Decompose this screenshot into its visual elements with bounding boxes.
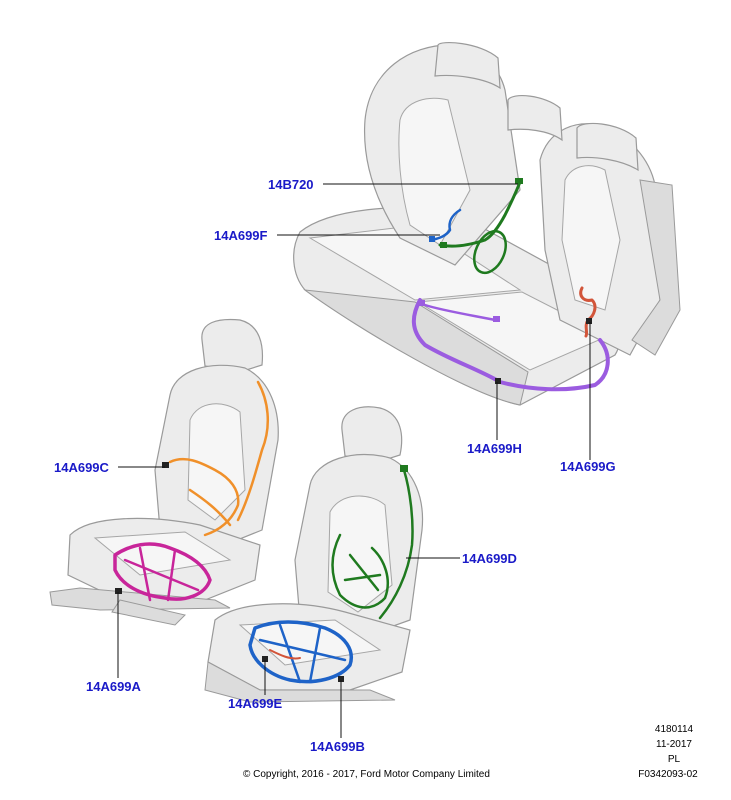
- callout-14A699A: 14A699A: [86, 679, 141, 694]
- callout-14A699H: 14A699H: [467, 441, 522, 456]
- front-right-harness-green: [331, 465, 414, 620]
- callout-14A699D: 14A699D: [462, 551, 517, 566]
- front-left-harness-magenta: [113, 542, 212, 602]
- rear-harness-purple: [411, 298, 610, 392]
- callout-14A699F: 14A699F: [214, 228, 268, 243]
- date-code: 11-2017: [656, 739, 692, 750]
- callout-14A699E: 14A699E: [228, 696, 283, 711]
- reference-number: 4180114: [654, 724, 694, 735]
- copyright-notice: © Copyright, 2016 - 2017, Ford Motor Com…: [243, 769, 490, 780]
- callout-14A699B: 14A699B: [310, 739, 365, 754]
- front-seat-left: [49, 318, 279, 626]
- figure-id: F0342093-02: [638, 769, 698, 780]
- rear-harness-green: [438, 178, 523, 275]
- callout-14B720: 14B720: [268, 177, 314, 192]
- language-code: PL: [667, 754, 681, 765]
- callout-14A699C: 14A699C: [54, 460, 109, 475]
- callout-14A699G: 14A699G: [560, 459, 616, 474]
- rear-harness-red: [579, 286, 597, 338]
- front-right-harness-blue: [248, 620, 353, 684]
- leader-lines: [117, 183, 591, 738]
- front-left-harness-orange: [162, 380, 269, 537]
- rear-seat: [293, 41, 681, 406]
- rear-harness-blue: [429, 208, 462, 242]
